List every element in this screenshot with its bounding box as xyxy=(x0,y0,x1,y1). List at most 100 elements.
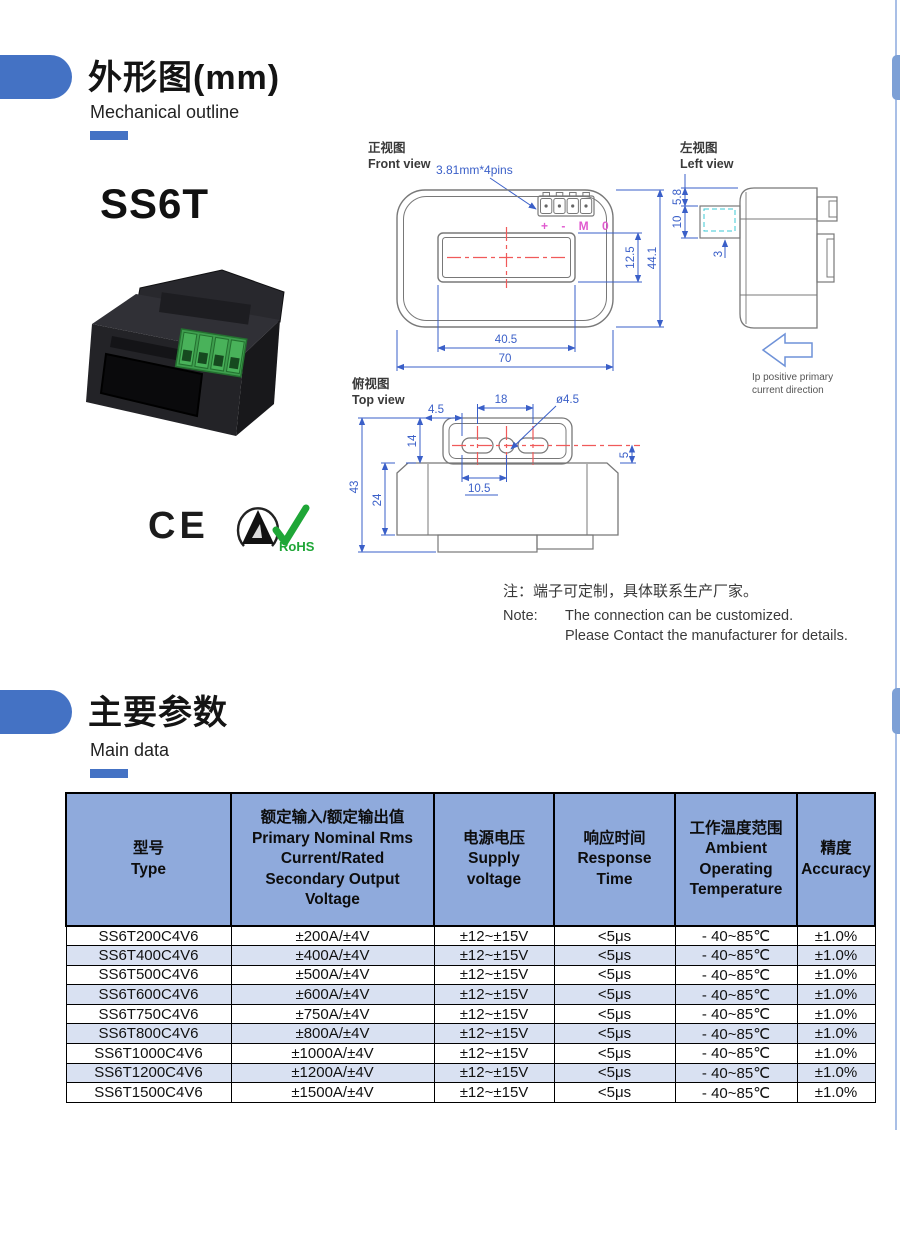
page-edge-tab-1 xyxy=(892,55,900,100)
table-cell: ±12~±15V xyxy=(433,945,555,966)
table-cell: ±400A/±4V xyxy=(230,945,435,966)
front-view-drawing: 正视图 Front view 3.81mm*4pins + - M 0 xyxy=(368,140,664,371)
sensor-side-face xyxy=(236,320,280,436)
table-cell: ±1000A/±4V xyxy=(230,1043,435,1064)
top-view-label-zh: 俯视图 xyxy=(352,376,390,391)
table-body: SS6T200C4V6±200A/±4V±12~±15V<5μs- 40~85℃… xyxy=(65,925,876,1103)
table-cell: ±12~±15V xyxy=(433,1003,555,1025)
dim-top-body: 24 xyxy=(372,493,384,506)
current-direction-note-2: current direction xyxy=(752,385,824,396)
table-cell: SS6T1500C4V6 xyxy=(65,1082,232,1103)
dim-top-hole: ø4.5 xyxy=(556,394,579,406)
table-cell: ±1.0% xyxy=(796,945,876,966)
table-cell: SS6T500C4V6 xyxy=(65,964,232,986)
table-cell: ±12~±15V xyxy=(433,1023,555,1045)
dim-left-d1: 5.8 xyxy=(672,189,684,205)
table-cell: - 40~85℃ xyxy=(674,964,798,986)
dim-top-offset: 4.5 xyxy=(428,404,444,416)
ce-mark: CE xyxy=(148,505,209,547)
table-row: SS6T600C4V6±600A/±4V±12~±15V<5μs- 40~85℃… xyxy=(65,984,876,1005)
table-cell: SS6T200C4V6 xyxy=(65,925,232,947)
note-block: 注：端子可定制，具体联系生产厂家。 Note: The connection c… xyxy=(503,582,893,646)
product-photo xyxy=(86,269,285,436)
left-view-label-zh: 左视图 xyxy=(679,140,718,155)
outline-title-zh: 外形图(mm) xyxy=(88,59,281,97)
table-cell: ±1200A/±4V xyxy=(230,1062,435,1084)
sensor-label xyxy=(159,292,251,325)
note-label: Note: xyxy=(503,607,538,624)
dim-overall-width: 70 xyxy=(499,353,512,365)
table-cell: ±1.0% xyxy=(796,1082,876,1103)
esd-logo-icon xyxy=(236,507,280,547)
dim-window-height: 12.5 xyxy=(625,246,637,268)
current-direction-arrow-icon xyxy=(761,332,813,368)
left-view-drawing: 左视图 Left view 5.8 10 3 Ip positive prima… xyxy=(672,140,838,396)
dim-top-tab-height: 14 xyxy=(407,434,419,447)
table-row: SS6T500C4V6±500A/±4V±12~±15V<5μs- 40~85℃… xyxy=(65,964,876,986)
table-cell: ±1500A/±4V xyxy=(230,1082,435,1103)
table-cell: <5μs xyxy=(553,925,676,947)
title-underline-2 xyxy=(90,769,128,778)
table-cell: ±12~±15V xyxy=(433,984,555,1005)
sensor-window xyxy=(99,352,204,418)
table-cell: ±800A/±4V xyxy=(230,1023,435,1045)
dim-top-pitch: 18 xyxy=(495,394,508,406)
table-row: SS6T1200C4V6±1200A/±4V±12~±15V<5μs- 40~8… xyxy=(65,1062,876,1084)
table-cell: SS6T800C4V6 xyxy=(65,1023,232,1045)
table-cell: ±750A/±4V xyxy=(230,1003,435,1025)
table-cell: ±1.0% xyxy=(796,964,876,986)
table-cell: <5μs xyxy=(553,1003,676,1025)
table-cell: <5μs xyxy=(553,984,676,1005)
table-row: SS6T1500C4V6±1500A/±4V±12~±15V<5μs- 40~8… xyxy=(65,1082,876,1103)
table-row: SS6T750C4V6±750A/±4V±12~±15V<5μs- 40~85℃… xyxy=(65,1003,876,1025)
front-view-label-en: Front view xyxy=(368,157,431,171)
table-cell: <5μs xyxy=(553,945,676,966)
table-cell: ±12~±15V xyxy=(433,1082,555,1103)
table-cell: - 40~85℃ xyxy=(674,1062,798,1084)
note-en-line2: Please Contact the manufacturer for deta… xyxy=(565,627,848,644)
table-cell: ±12~±15V xyxy=(433,1043,555,1064)
main-data-title-zh: 主要参数 xyxy=(88,694,228,732)
table-cell: - 40~85℃ xyxy=(674,925,798,947)
table-cell: ±12~±15V xyxy=(433,964,555,986)
table-cell: SS6T1200C4V6 xyxy=(65,1062,232,1084)
product-name: SS6T xyxy=(100,180,210,227)
table-cell: SS6T1000C4V6 xyxy=(65,1043,232,1064)
dim-left-d2: 10 xyxy=(672,216,684,229)
table-row: SS6T200C4V6±200A/±4V±12~±15V<5μs- 40~85℃… xyxy=(65,925,876,947)
dim-window-width: 40.5 xyxy=(495,334,517,346)
table-cell: - 40~85℃ xyxy=(674,945,798,966)
title-underline xyxy=(90,131,128,140)
table-cell: <5μs xyxy=(553,1062,676,1084)
table-cell: ±500A/±4V xyxy=(230,964,435,986)
dim-top-overall: 43 xyxy=(349,481,361,494)
table-cell: ±1.0% xyxy=(796,1023,876,1045)
table-row: SS6T800C4V6±800A/±4V±12~±15V<5μs- 40~85℃… xyxy=(65,1023,876,1045)
note-en-line1: The connection can be customized. xyxy=(565,607,794,624)
table-cell: SS6T750C4V6 xyxy=(65,1003,232,1025)
rohs-check-icon xyxy=(272,504,310,546)
table-cell: <5μs xyxy=(553,1082,676,1103)
section-tab-main-data xyxy=(0,690,72,734)
table-cell: - 40~85℃ xyxy=(674,1003,798,1025)
current-direction-note-1: Ip positive primary xyxy=(752,372,833,383)
page-edge-line xyxy=(895,0,897,1130)
table-row: SS6T400C4V6±400A/±4V±12~±15V<5μs- 40~85℃… xyxy=(65,945,876,966)
main-data-title-en: Main data xyxy=(90,740,170,760)
table-cell: SS6T400C4V6 xyxy=(65,945,232,966)
table-cell: <5μs xyxy=(553,964,676,986)
page-edge-tab-2 xyxy=(892,688,900,734)
rohs-label: RoHS xyxy=(279,539,315,554)
table-cell: ±1.0% xyxy=(796,1062,876,1084)
table-cell: ±12~±15V xyxy=(433,925,555,947)
table-cell: ±1.0% xyxy=(796,1043,876,1064)
section-tab-outline xyxy=(0,55,72,99)
pin-labels: + - M 0 xyxy=(541,219,614,233)
